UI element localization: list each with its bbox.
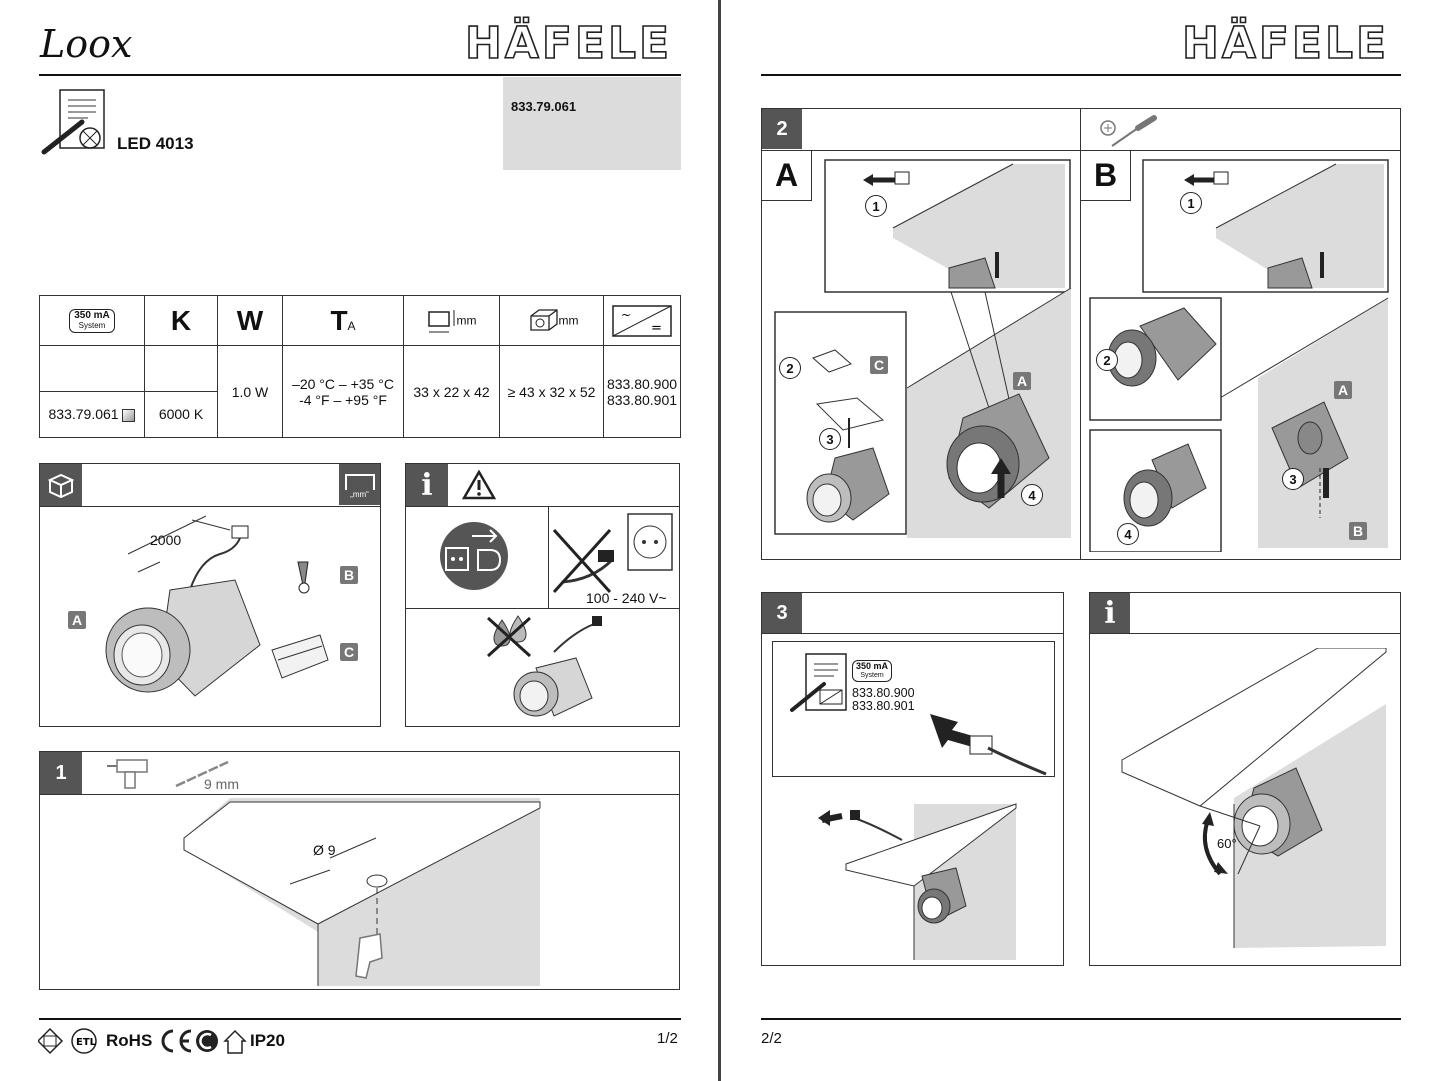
system-350ma-badge: 350 mA System <box>69 308 115 333</box>
label-b-page2: B <box>1349 522 1367 540</box>
svg-text:~: ~ <box>621 308 631 322</box>
hole-diameter: Ø 9 <box>313 842 336 858</box>
light-angle-drawing <box>1121 648 1387 948</box>
step-b2-circle: 2 <box>1096 349 1118 371</box>
ip20-mark: IP20 <box>250 1031 285 1050</box>
drill-bit-icon <box>175 760 229 788</box>
variant-a-mounting-drawing <box>774 159 1072 538</box>
article-number: 833.79.061 <box>511 99 577 114</box>
watt-value: 1.0 W <box>217 345 283 438</box>
instruction-document-icon <box>41 89 105 155</box>
certification-icons: ETL <box>38 1027 97 1055</box>
col-driver-header: ~= <box>603 294 681 347</box>
unplug-power-icon <box>440 522 508 590</box>
page-number-1: 1/2 <box>657 1030 678 1047</box>
variant-b-label: B <box>1081 151 1131 201</box>
col-dimensions-header: mm <box>403 294 500 347</box>
no-water-drawing <box>486 615 602 717</box>
voltage-label: 100 - 240 V~ <box>586 590 667 606</box>
finish-swatch-icon <box>122 409 136 423</box>
hafele-logo-page2: HÄFELE <box>1181 17 1390 70</box>
label-c: C <box>340 643 358 661</box>
step-a3-circle: 3 <box>819 428 841 450</box>
product-name: LED 4013 <box>117 134 194 153</box>
page-divider <box>718 0 721 1081</box>
variant-b-mounting-drawing <box>1089 159 1389 552</box>
svg-text:ETL: ETL <box>76 1037 97 1048</box>
loox-logo: Loox <box>40 22 133 66</box>
drill-bit-size: 9 mm <box>204 776 239 792</box>
article-cell: 833.79.061 <box>39 390 145 439</box>
dimensions-value: 33 x 22 x 42 <box>403 345 500 438</box>
info-icon: i <box>406 464 448 506</box>
temp-values: –20 °C – +35 °C-4 °F – +95 °F <box>282 345 404 438</box>
mm-unit-icon: „mm“ <box>339 464 380 505</box>
col-kelvin-header: K <box>144 294 218 347</box>
article-number-box: 833.79.061 <box>503 77 681 170</box>
led-contents-drawing <box>105 515 329 697</box>
drill-hole-drawing <box>183 798 541 986</box>
driver-document-icon <box>790 653 847 712</box>
footer-rule <box>39 1018 681 1020</box>
cutout-value: ≥ 43 x 32 x 52 <box>499 345 604 438</box>
drill-icon <box>107 759 148 789</box>
beam-angle: 60° <box>1217 836 1237 851</box>
ce-ul-class-icons <box>161 1029 247 1054</box>
kelvin-value: 6000 K <box>144 390 218 439</box>
warning-triangle-icon <box>462 470 496 500</box>
step-a2-circle: 2 <box>779 357 801 379</box>
cutout-box-icon <box>529 309 558 331</box>
rohs-mark: RoHS <box>106 1031 153 1050</box>
page-number-2: 2/2 <box>761 1030 782 1047</box>
footer-rule-page2 <box>761 1018 1401 1020</box>
col-watt-header: W <box>217 294 283 347</box>
label-a: A <box>68 611 86 629</box>
package-box-icon <box>40 464 82 506</box>
step-3-number: 3 <box>762 593 802 633</box>
spec-table: 350 mA System K W TA mm mm ~= 1.0 W <box>39 294 681 439</box>
step-2-number: 2 <box>762 109 802 149</box>
info-icon-page2: i <box>1090 593 1130 633</box>
label-a-page2: A <box>1013 372 1031 390</box>
label-a-variant-b: A <box>1334 381 1352 399</box>
ac-dc-driver-icon: ~= <box>612 304 672 337</box>
label-b: B <box>340 566 358 584</box>
col-cutout-header: mm <box>499 294 604 347</box>
step-a1-circle: 1 <box>865 195 887 217</box>
label-c-page2: C <box>870 356 888 374</box>
cable-length: 2000 <box>150 532 182 548</box>
dimensions-icon <box>427 309 454 333</box>
step-1-number: 1 <box>40 752 82 794</box>
hafele-logo: HÄFELE <box>464 17 673 70</box>
no-mains-connection-drawing <box>552 513 673 594</box>
svg-text:=: = <box>651 321 662 336</box>
screwdriver-icon <box>1100 115 1157 147</box>
col-ambient-temp-header: TA <box>282 294 404 347</box>
connect-driver-drawing <box>818 714 1047 960</box>
variant-a-label: A <box>762 151 812 201</box>
step-b3-circle: 3 <box>1282 468 1304 490</box>
system-badge-page2: 350 mA System <box>852 660 893 682</box>
step-b1-circle: 1 <box>1180 192 1202 214</box>
header-rule <box>39 74 681 76</box>
step-a4-circle: 4 <box>1021 484 1043 506</box>
header-rule-page2 <box>761 74 1401 76</box>
step-b4-circle: 4 <box>1117 523 1139 545</box>
